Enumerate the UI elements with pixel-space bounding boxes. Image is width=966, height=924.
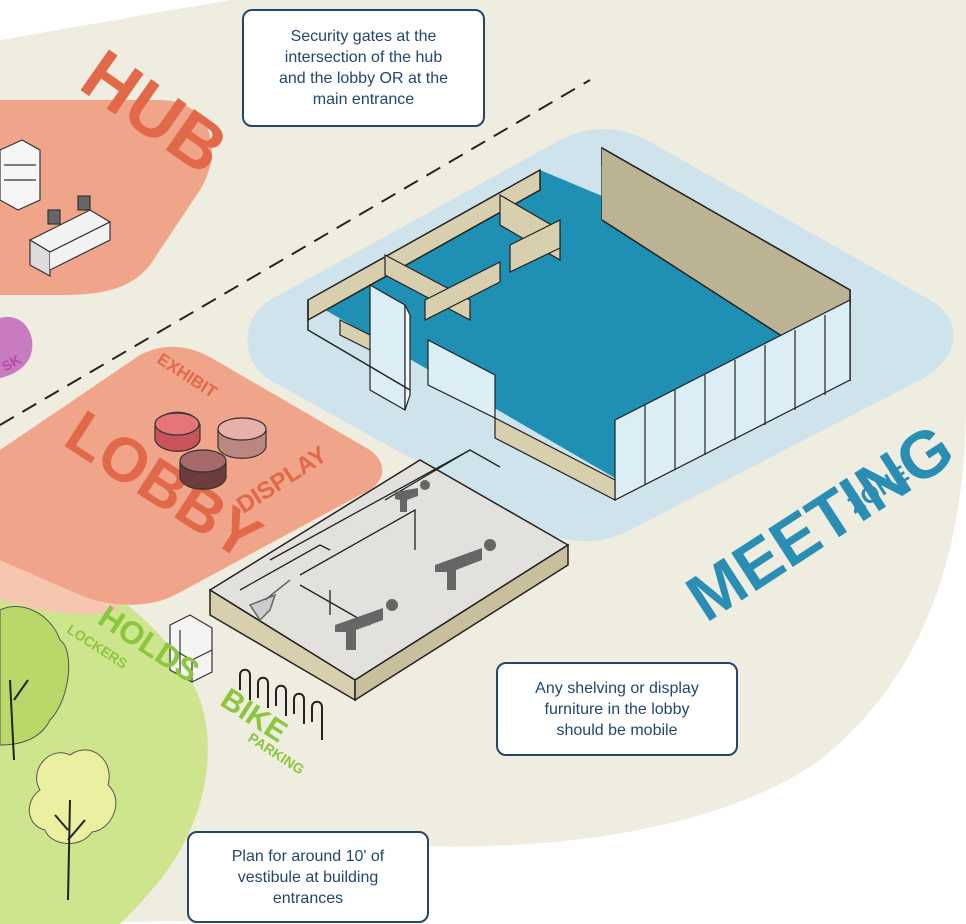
bike-rack-icon [239, 668, 323, 740]
tree-icon [28, 749, 117, 901]
shelving-icon [0, 139, 41, 211]
callout-security-gates: Security gates at the intersection of th… [242, 9, 485, 127]
broom-icon [248, 579, 291, 622]
restroom-person-icon [435, 539, 496, 590]
glass-door [369, 283, 496, 419]
callout-vestibule: Plan for around 10' of vestibule at buil… [187, 831, 429, 923]
desk-zone [0, 316, 33, 378]
glass-wall [614, 299, 851, 501]
callout-mobile-furniture: Any shelving or display furniture in the… [496, 662, 738, 756]
tree-icon [0, 606, 70, 761]
ottoman-icon [154, 411, 267, 490]
locker-icon [169, 614, 213, 683]
restroom-partitions [239, 449, 501, 626]
security-line [0, 79, 591, 426]
desk-icon [28, 195, 112, 278]
restroom-person-icon [335, 599, 398, 650]
restroom-person-icon [395, 480, 430, 512]
